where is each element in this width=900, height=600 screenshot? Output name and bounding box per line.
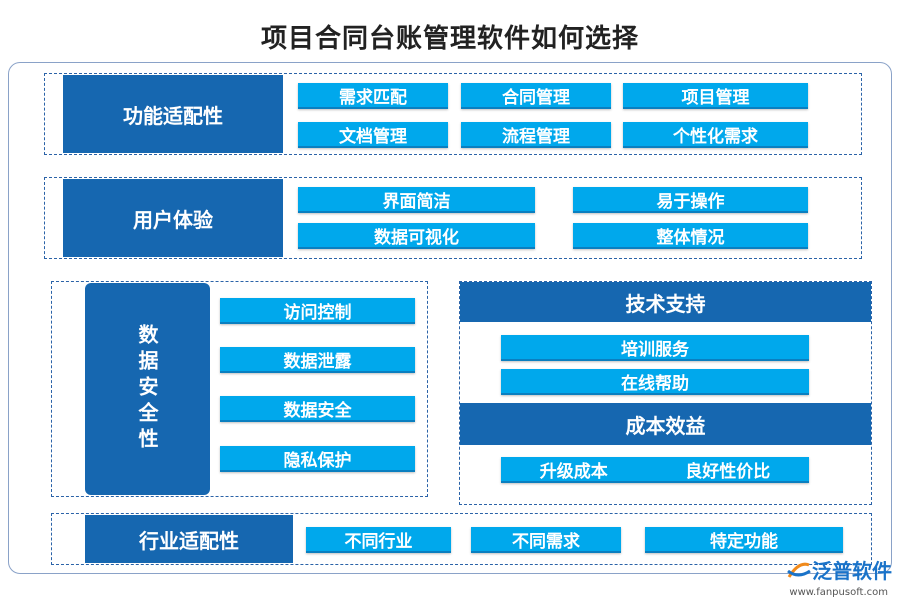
brand-logo: 泛普软件 — [786, 555, 892, 584]
chip-easy-operation: 易于操作 — [573, 187, 808, 213]
chip-demand-match: 需求匹配 — [298, 83, 448, 109]
section-support-cost — [459, 281, 872, 505]
category-cost: 成本效益 — [460, 403, 871, 445]
category-function: 功能适配性 — [63, 75, 283, 153]
chip-process-management: 流程管理 — [461, 122, 611, 148]
brand-logo-icon — [787, 562, 811, 578]
chip-data-leak: 数据泄露 — [220, 347, 415, 373]
chip-training-service: 培训服务 — [501, 335, 809, 361]
chip-different-demand: 不同需求 — [471, 527, 621, 553]
chip-data-security: 数据安全 — [220, 396, 415, 422]
section-ux — [44, 177, 862, 259]
chip-access-control: 访问控制 — [220, 298, 415, 324]
section-security — [51, 281, 428, 497]
chip-specific-function: 特定功能 — [645, 527, 843, 553]
chip-custom-demand: 个性化需求 — [623, 122, 808, 148]
outer-frame — [8, 62, 892, 574]
chip-cost-performance: 良好性价比 — [685, 461, 771, 482]
category-ux: 用户体验 — [63, 179, 283, 257]
category-industry: 行业适配性 — [85, 515, 293, 563]
brand-url: www.fanpusoft.com — [789, 587, 888, 598]
chip-project-management: 项目管理 — [623, 83, 808, 109]
chip-different-industry: 不同行业 — [306, 527, 451, 553]
chip-upgrade-cost: 升级成本 — [539, 461, 608, 482]
chip-data-visualization: 数据可视化 — [298, 223, 535, 249]
page-title: 项目合同台账管理软件如何选择 — [260, 24, 639, 54]
chip-clean-interface: 界面简洁 — [298, 187, 535, 213]
section-function — [44, 73, 862, 155]
category-support: 技术支持 — [460, 282, 871, 322]
category-security: 数据安全性 — [85, 283, 210, 495]
chip-privacy-protection: 隐私保护 — [220, 446, 415, 472]
chip-contract-management: 合同管理 — [461, 83, 611, 109]
chip-cost-group: 升级成本 良好性价比 — [501, 457, 809, 483]
chip-document-management: 文档管理 — [298, 122, 448, 148]
section-industry — [51, 513, 872, 565]
brand-name: 泛普软件 — [812, 559, 892, 583]
chip-overall-status: 整体情况 — [573, 223, 808, 249]
chip-online-help: 在线帮助 — [501, 369, 809, 395]
